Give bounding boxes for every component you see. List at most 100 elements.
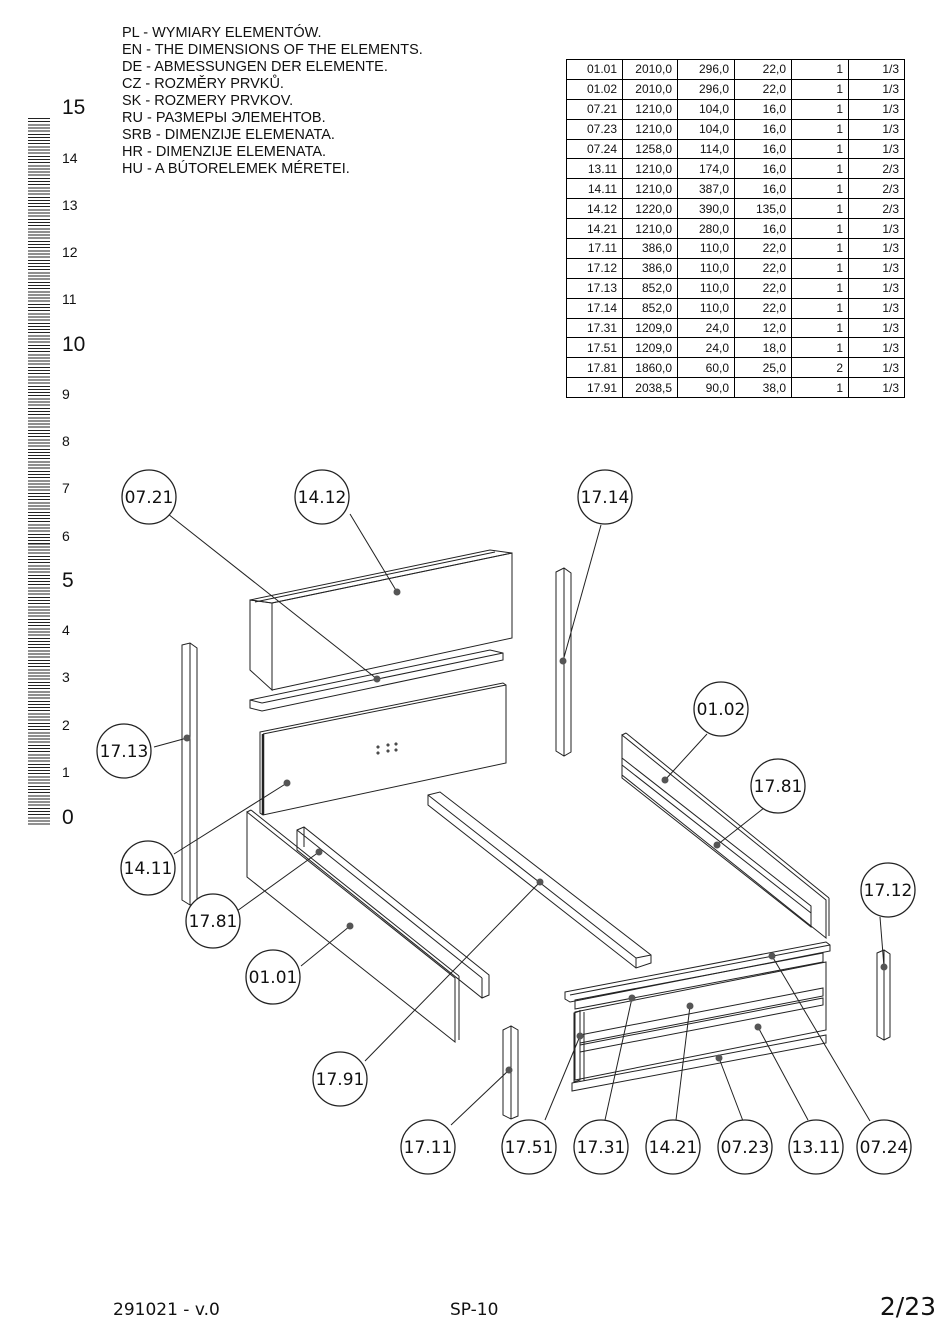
ruler-number: 9 [62,386,70,402]
callout-17-91: 17.91 [316,1070,365,1090]
part-14-11-drawing [259,682,507,816]
part-07-21-drawing [249,649,504,712]
ruler-number: 15 [62,96,86,119]
callout-07-24: 07.24 [860,1138,909,1158]
callout-07-23: 07.23 [721,1138,770,1158]
ruler-number: 12 [62,244,78,260]
table-cell: 2038,5 [622,377,678,399]
table-cell: 60,0 [677,357,735,379]
table-cell: 18,0 [734,337,792,359]
callout-14-21: 14.21 [649,1138,698,1158]
table-cell: 12,0 [734,317,792,339]
ruler-number: 1 [62,764,70,780]
table-cell: 852,0 [622,277,678,299]
ruler-number: 14 [62,150,78,166]
ruler-number: 7 [62,480,70,496]
ruler-number: 6 [62,528,70,544]
part-17-13-drawing [181,642,198,906]
dimensions-heading-block: PL - WYMIARY ELEMENTÓW. EN - THE DIMENSI… [122,25,423,178]
table-cell: 1210,0 [622,218,678,240]
callout-17-81-left: 17.81 [189,912,238,932]
table-cell: 852,0 [622,297,678,319]
table-cell: 01.02 [566,78,623,100]
table-cell: 1 [791,377,849,399]
part-17-91-drawing [427,791,652,969]
heading-pl: PL - WYMIARY ELEMENTÓW. [122,25,322,41]
table-cell: 13.11 [566,158,623,180]
part-17-81-left-drawing [296,826,490,999]
heading-ru: RU - РАЗМЕРЫ ЭЛЕМЕНТОВ. [122,110,326,126]
heading-cz: CZ - ROZMĚRY PRVKŮ. [122,76,284,92]
table-cell: 22,0 [734,297,792,319]
leader-lines [153,513,885,1126]
table-cell: 1/3 [848,238,905,259]
ruler-number: 10 [62,333,86,356]
leader-dots [183,588,888,1074]
callout-14-12: 14.12 [298,488,347,508]
callout-17-81-right: 17.81 [754,777,803,797]
table-cell: 17.13 [566,277,623,299]
heading-sk: SK - ROZMERY PRVKOV. [122,93,294,109]
table-cell: 1/3 [848,78,905,100]
table-cell: 110,0 [677,297,735,319]
ruler-number: 8 [62,433,70,449]
heading-srb: SRB - DIMENZIJE ELEMENATA. [122,127,335,143]
table-cell: 22,0 [734,238,792,259]
footer-version-code: 291021 - v.0 [113,1300,220,1320]
heading-hu: HU - A BÚTORELEMEK MÉRETEI. [122,161,350,177]
table-cell: 17.14 [566,297,623,319]
ruler-number: 4 [62,622,70,638]
table-cell: 1210,0 [622,118,678,140]
table-cell: 2/3 [848,178,905,200]
table-cell: 387,0 [677,178,735,200]
ruler-number: 0 [62,806,74,829]
callout-17-12: 17.12 [864,881,913,901]
table-cell: 1/3 [848,138,905,160]
table-cell: 17.31 [566,317,623,339]
table-cell: 1/3 [848,218,905,240]
callout-07-21: 07.21 [125,488,174,508]
table-cell: 14.12 [566,198,623,220]
table-cell: 2010,0 [622,78,678,100]
page-number: 2/23 [879,1292,936,1321]
callout-01-02: 01.02 [697,700,746,720]
ruler-number: 3 [62,669,70,685]
callout-01-01: 01.01 [249,968,298,988]
heading-de: DE - ABMESSUNGEN DER ELEMENTE. [122,59,388,75]
part-01-02-drawing [621,732,830,940]
measuring-ruler [28,118,50,826]
heading-en: EN - THE DIMENSIONS OF THE ELEMENTS. [122,42,423,58]
ruler-number: 13 [62,197,78,213]
callout-circles [96,469,916,1175]
table-cell: 2010,0 [622,59,678,80]
callout-17-13: 17.13 [100,742,149,762]
table-cell: 2/3 [848,198,905,220]
table-cell: 1/3 [848,59,905,80]
table-cell: 1/3 [848,377,905,399]
table-cell: 390,0 [677,198,735,220]
table-cell: 1/3 [848,297,905,319]
heading-hr: HR - DIMENZIJE ELEMENATA. [122,144,327,160]
footer-model: SP-10 [450,1300,499,1320]
part-foot-assembly-drawing [564,941,831,1092]
part-14-12-drawing [249,549,513,692]
table-cell: 38,0 [734,377,792,399]
part-01-01-drawing [246,809,460,1044]
ruler-number: 2 [62,717,70,733]
callout-17-14: 17.14 [581,488,630,508]
table-cell: 16,0 [734,218,792,240]
ruler-number: 11 [62,291,77,307]
ruler-number: 5 [62,569,74,592]
callout-17-11: 17.11 [404,1138,453,1158]
table-cell: 1/3 [848,337,905,359]
callout-17-51: 17.51 [505,1138,554,1158]
